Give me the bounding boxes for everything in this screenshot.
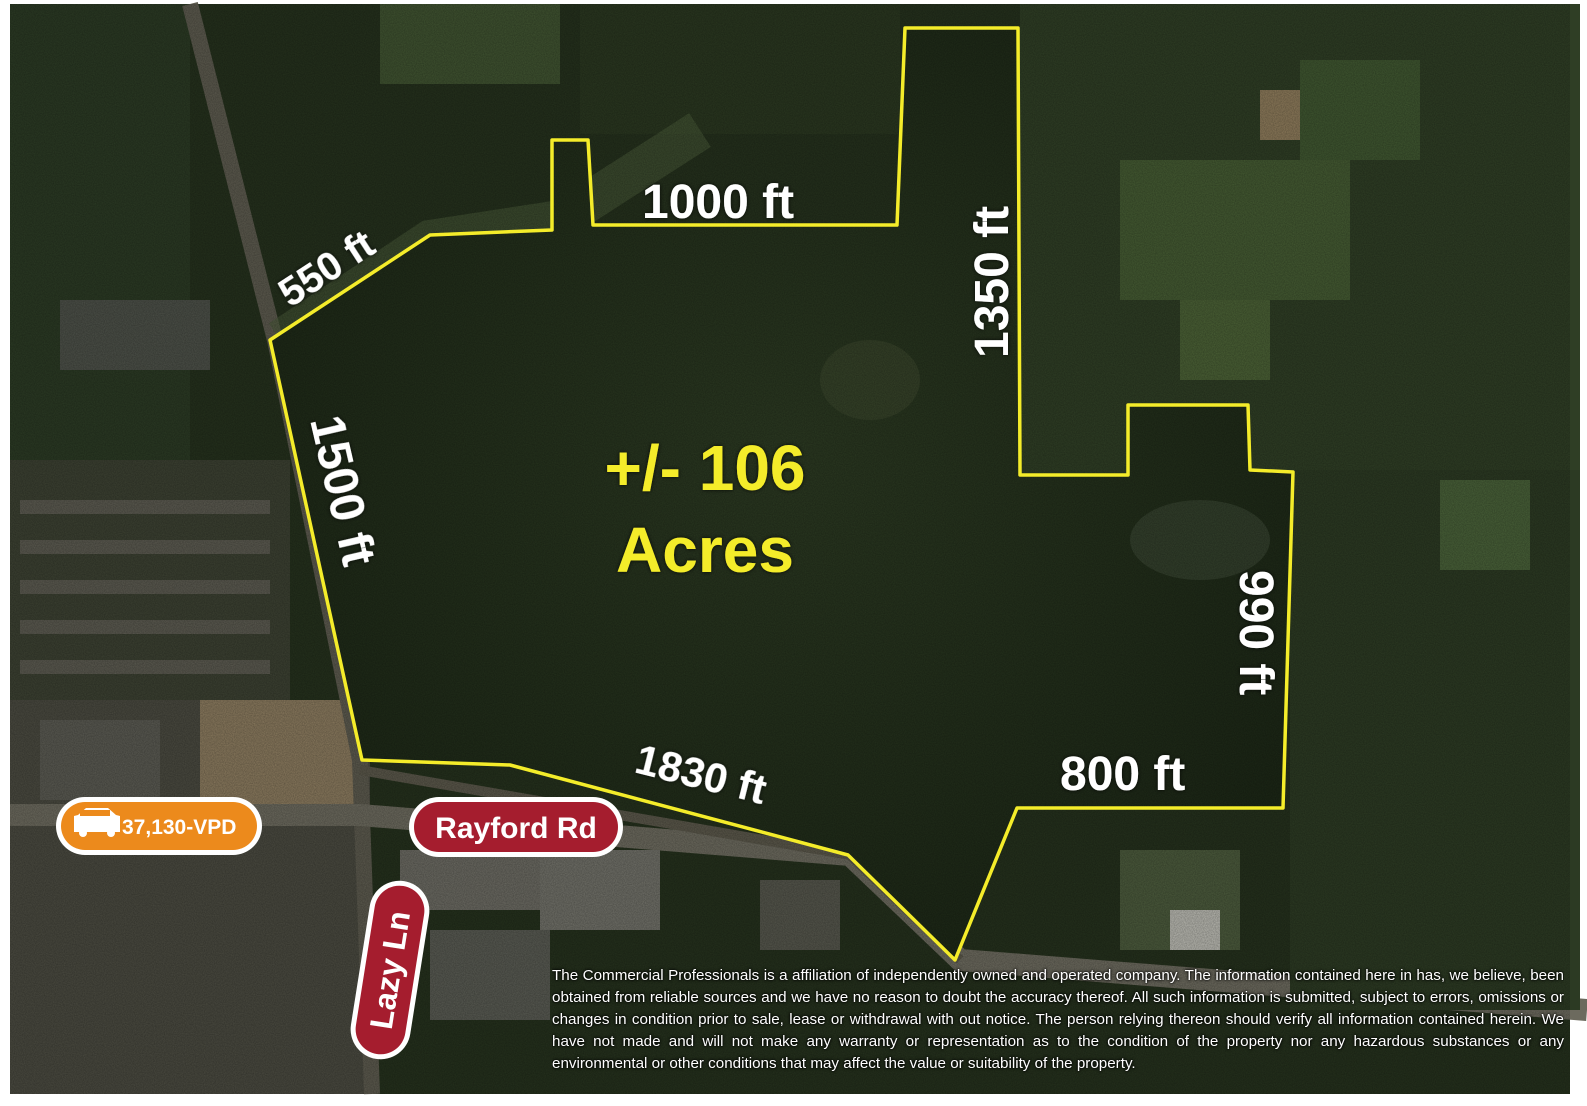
- traffic-count-badge: 37,130-VPD: [56, 797, 262, 855]
- area-headline-line2: Acres: [616, 514, 794, 586]
- road-badge-lazy: Lazy Ln: [350, 880, 430, 1060]
- dimension-south-east: 800 ft: [1060, 748, 1185, 801]
- car-icon: [74, 808, 120, 837]
- property-boundary: [268, 26, 1295, 962]
- road-badge-rayford: Rayford Rd: [409, 797, 623, 857]
- dimension-east-upper: 1350 ft: [966, 206, 1019, 358]
- disclaimer-text: The Commercial Professionals is a affili…: [552, 967, 1564, 1072]
- area-headline-line1: +/- 106: [604, 432, 805, 504]
- road-label-rayford: Rayford Rd: [435, 812, 597, 845]
- dimension-east-lower: 990 ft: [1229, 570, 1282, 695]
- traffic-count-label: 37,130-VPD: [122, 816, 236, 839]
- dimension-north-top: 1000 ft: [642, 176, 794, 229]
